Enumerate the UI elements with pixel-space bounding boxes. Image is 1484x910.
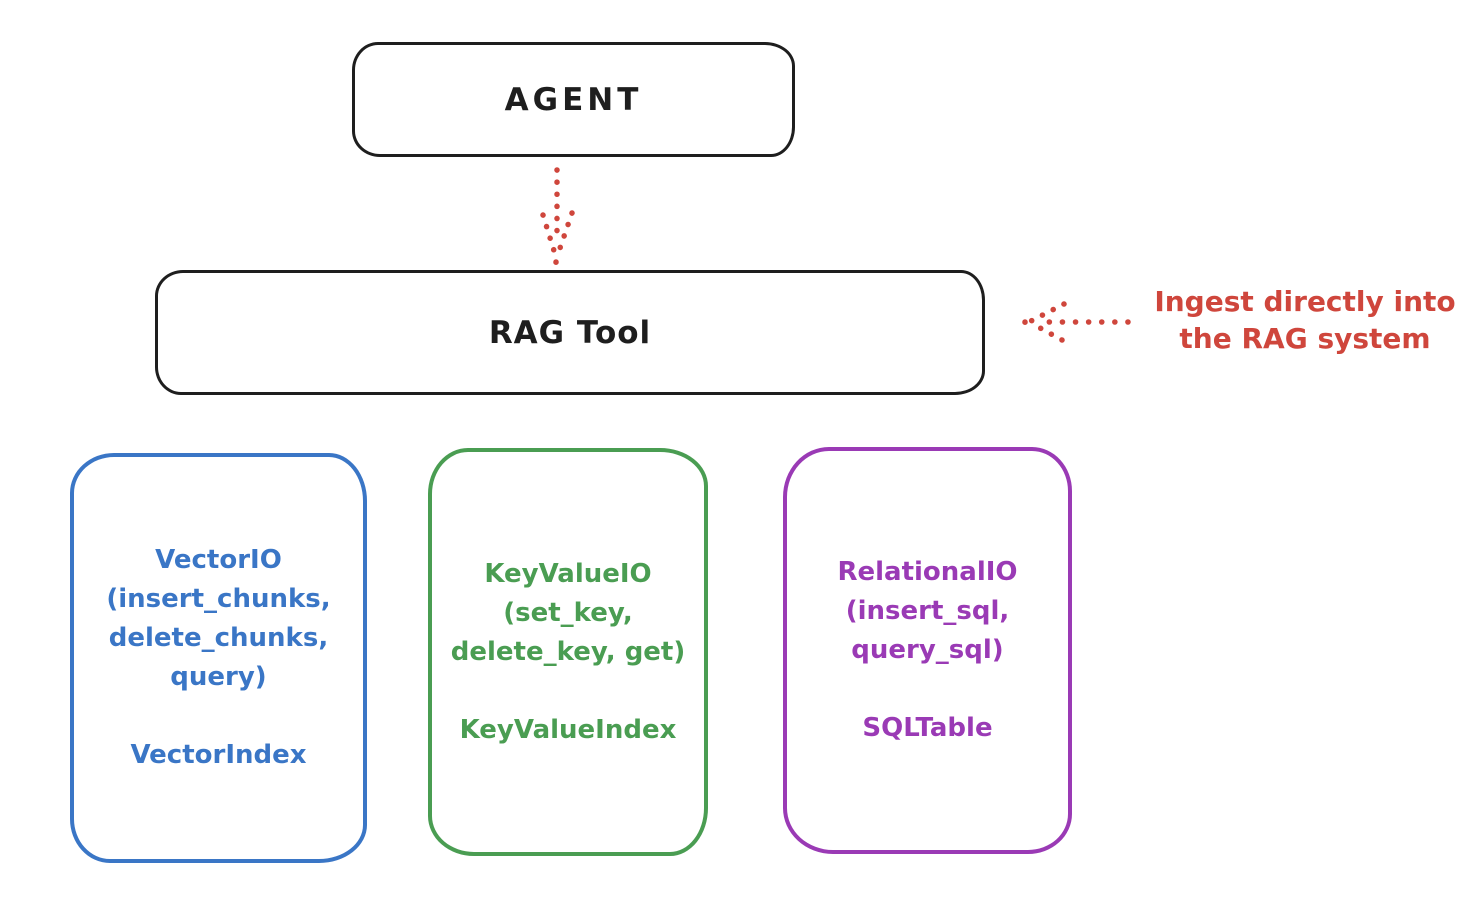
annotation-to-ragtool-arrow <box>1022 301 1131 343</box>
vector-io-box: VectorIO (insert_chunks, delete_chunks, … <box>70 453 367 863</box>
keyvalue-index-label: KeyValueIndex <box>459 714 677 745</box>
vector-io-line: (insert_chunks, <box>106 584 331 614</box>
agent-node: AGENT <box>352 42 795 157</box>
vector-index-label: VectorIndex <box>130 740 307 770</box>
keyvalue-io-box: KeyValueIO (set_key, delete_key, get) Ke… <box>428 448 708 856</box>
sql-table-label: SQLTable <box>862 713 993 743</box>
vector-io-text: VectorIO (insert_chunks, delete_chunks, … <box>106 541 330 775</box>
ingest-annotation-line2: the RAG system <box>1179 322 1431 355</box>
keyvalue-io-text: KeyValueIO (set_key, delete_key, get) Ke… <box>451 555 686 750</box>
keyvalue-io-line: KeyValueIO <box>484 558 652 589</box>
ingest-annotation-line1: Ingest directly into <box>1154 285 1456 318</box>
rag-tool-node: RAG Tool <box>155 270 985 395</box>
vector-io-line: query) <box>170 662 267 692</box>
relational-io-line: query_sql) <box>851 635 1004 665</box>
relational-io-line: (insert_sql, <box>845 596 1010 626</box>
vector-io-line: VectorIO <box>155 545 282 575</box>
ingest-annotation: Ingest directly into the RAG system <box>1130 283 1480 357</box>
agent-to-ragtool-arrow <box>540 167 575 265</box>
relational-io-text: RelationalIO (insert_sql, query_sql) SQL… <box>837 553 1017 748</box>
keyvalue-io-line: (set_key, <box>503 597 633 628</box>
relational-io-box: RelationalIO (insert_sql, query_sql) SQL… <box>783 447 1072 854</box>
relational-io-line: RelationalIO <box>837 557 1018 587</box>
agent-node-label: AGENT <box>504 81 643 118</box>
keyvalue-io-line: delete_key, get) <box>450 636 686 667</box>
rag-tool-node-label: RAG Tool <box>488 314 652 351</box>
vector-io-line: delete_chunks, <box>108 623 329 653</box>
